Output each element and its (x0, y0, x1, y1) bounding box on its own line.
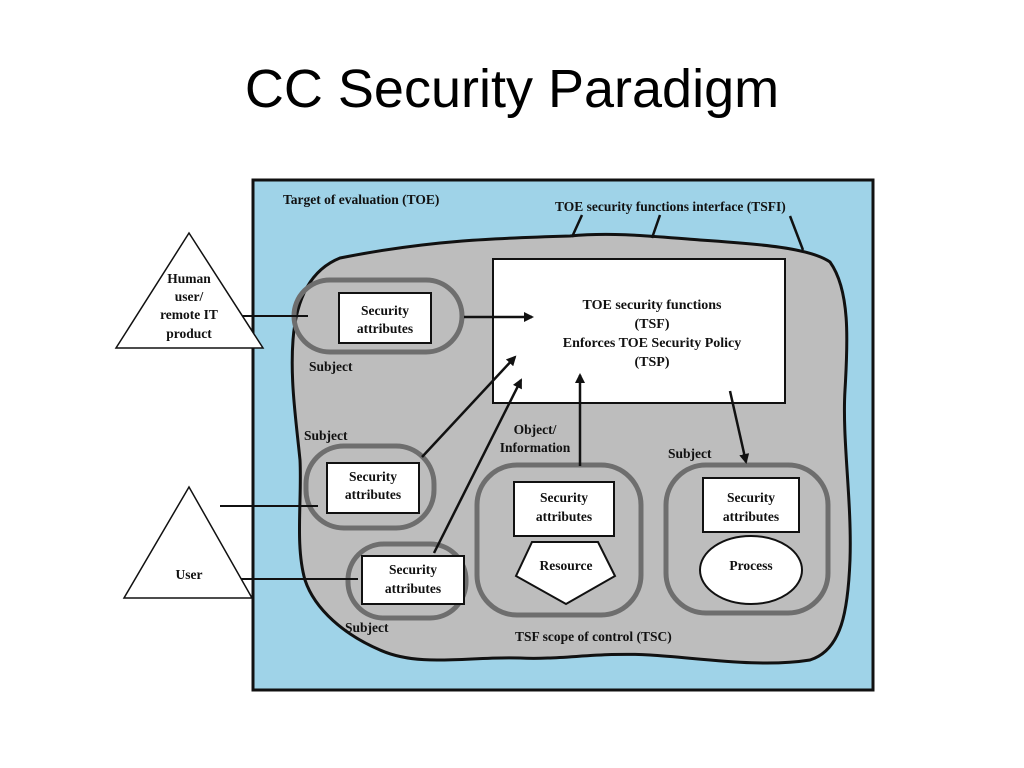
object-attr-line-2: attributes (536, 509, 592, 524)
subject-2-boundary (303, 443, 437, 531)
human-line-4: product (166, 326, 212, 341)
subject-2-label: Subject (304, 428, 348, 443)
human-line-3: remote IT (160, 307, 218, 322)
tsf-box (492, 258, 786, 404)
tsfi-label: TOE security functions interface (TSFI) (555, 199, 786, 214)
process-attributes-box (702, 477, 800, 533)
arrow-subject3-to-tsf (432, 378, 523, 554)
subject-2-attributes-box (326, 462, 420, 514)
tsf-line-2: (TSF) (635, 317, 670, 332)
user-label: User (176, 567, 203, 582)
subject-3-boundary (345, 541, 469, 621)
process-attr-line-2: attributes (723, 509, 779, 524)
tsf-line-3: Enforces TOE Security Policy (563, 336, 742, 351)
subject-3-attr-line-2: attributes (385, 581, 441, 596)
process-label: Process (729, 558, 772, 573)
subject-3-attributes-box (361, 555, 465, 605)
tsfi-tick-2 (650, 214, 662, 239)
object-attr-line-1: Security (540, 490, 588, 505)
subject-2-attr-line-2: attributes (345, 487, 401, 502)
arrow-tsf-to-process (728, 390, 750, 464)
tsfi-tick-1 (570, 214, 584, 238)
object-attributes-box (513, 481, 615, 537)
resource-pentagon (514, 541, 617, 606)
subject-3-attr-line-1: Security (389, 562, 437, 577)
subject-2-attr-line-1: Security (349, 469, 397, 484)
resource-label: Resource (540, 558, 593, 573)
arrow-subject2-to-tsf (421, 355, 517, 458)
subject-1-label: Subject (309, 359, 353, 374)
subject-1-attr-line-2: attributes (357, 321, 413, 336)
slide-title: CC Security Paradigm (244, 59, 780, 119)
tsc-label: TSF scope of control (TSC) (515, 629, 672, 644)
subject-1-attributes-box (338, 292, 432, 344)
human-line-2: user/ (175, 289, 204, 304)
process-subject-boundary (663, 462, 831, 616)
process-subject-label: Subject (668, 446, 712, 461)
object-boundary (474, 462, 644, 618)
human-actor-triangle (114, 231, 265, 349)
object-label-line-2: Information (500, 440, 571, 455)
subject-1-attr-line-1: Security (361, 303, 409, 318)
user-actor-triangle (122, 485, 254, 599)
subject-3-label: Subject (345, 620, 389, 635)
tsfi-tick-3 (788, 215, 805, 251)
process-attr-line-1: Security (727, 490, 775, 505)
toe-label: Target of evaluation (TOE) (283, 192, 439, 207)
tsf-line-4: (TSP) (635, 355, 670, 370)
tsf-line-1: TOE security functions (583, 298, 723, 313)
human-line-1: Human (167, 271, 211, 286)
process-ellipse (699, 535, 803, 605)
object-label-line-1: Object/ (514, 422, 557, 437)
